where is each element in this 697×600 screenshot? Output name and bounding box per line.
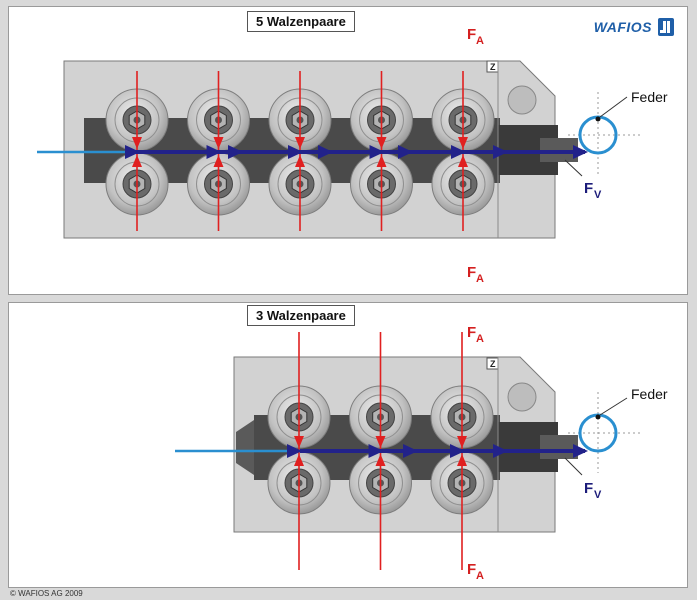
feed-arrow	[369, 145, 385, 159]
feed-arrows-top	[125, 145, 588, 159]
panel-title-3-pairs: 3 Walzenpaare	[247, 305, 355, 326]
copyright-note: © WAFIOS AG 2009	[10, 589, 83, 598]
label-fa-bottom-sub: A	[476, 273, 484, 285]
feed-arrow	[573, 145, 588, 159]
force-arrow-down	[213, 137, 224, 149]
label-fa-top-sub: A	[476, 333, 484, 345]
force-arrow-up	[213, 155, 224, 167]
force-arrow-up	[458, 155, 468, 167]
feed-arrow	[368, 444, 384, 458]
label-fv-sub: V	[594, 189, 602, 201]
outlet-nozzle	[540, 435, 578, 459]
label-fa-top-sub: A	[476, 35, 484, 47]
label-fa-top: F	[467, 324, 476, 341]
label-fa-bottom-sub: A	[476, 570, 484, 582]
label-fv: F	[584, 180, 593, 197]
force-arrow-down	[295, 137, 305, 149]
force-arrow-down	[294, 436, 304, 448]
force-arrow-down	[376, 137, 387, 149]
force-arrow-up	[294, 454, 304, 466]
zone-marker: Z	[490, 62, 496, 72]
force-arrow-up	[376, 155, 387, 167]
label-fa-top: F	[467, 26, 476, 43]
force-arrow-up	[375, 454, 386, 466]
feed-arrow	[403, 444, 418, 458]
feed-arrows-bottom	[287, 444, 588, 458]
label-feder: Feder	[631, 386, 668, 402]
feed-arrow	[125, 145, 140, 159]
logo-text: WAFIOS	[593, 19, 652, 35]
force-arrow-down	[375, 436, 386, 448]
force-arrow-up	[457, 454, 467, 466]
machine-3-pairs: Z Feder F V F A F A	[175, 324, 668, 582]
feed-arrow	[287, 444, 302, 458]
leader-fv	[564, 159, 583, 177]
feed-arrow	[493, 444, 508, 458]
feed-arrow	[493, 145, 508, 159]
feed-arrow	[288, 145, 303, 159]
feed-arrow	[398, 145, 413, 159]
leader-fv	[564, 457, 583, 476]
feed-arrow	[451, 145, 466, 159]
label-fa-bottom: F	[467, 264, 476, 281]
label-fv: F	[584, 480, 593, 497]
force-arrow-up	[295, 155, 305, 167]
feed-arrow	[318, 145, 333, 159]
label-fv-sub: V	[594, 489, 602, 501]
feed-arrow	[450, 444, 465, 458]
spring-coil	[568, 392, 640, 473]
machine-5-pairs: Z Feder F V F A F A	[37, 26, 668, 285]
label-feder: Feder	[631, 89, 668, 105]
feed-arrow	[228, 145, 243, 159]
motor-hub	[507, 382, 537, 412]
motor-hub	[507, 85, 537, 115]
spring-coil	[568, 92, 640, 175]
force-arrow-down	[132, 137, 142, 149]
wafios-logo-icon	[658, 18, 674, 36]
panel-title-5-pairs: 5 Walzenpaare	[247, 11, 355, 32]
force-arrow-up	[132, 155, 142, 167]
wafios-logo: WAFIOS	[594, 17, 675, 37]
force-arrow-down	[457, 436, 467, 448]
zone-marker: Z	[490, 359, 496, 369]
label-fa-bottom: F	[467, 561, 476, 578]
roller-group-bottom	[267, 385, 494, 515]
feed-arrow	[573, 444, 588, 458]
force-arrow-down	[458, 137, 468, 149]
feed-arrow	[206, 145, 222, 159]
infeed-guide	[236, 420, 254, 475]
